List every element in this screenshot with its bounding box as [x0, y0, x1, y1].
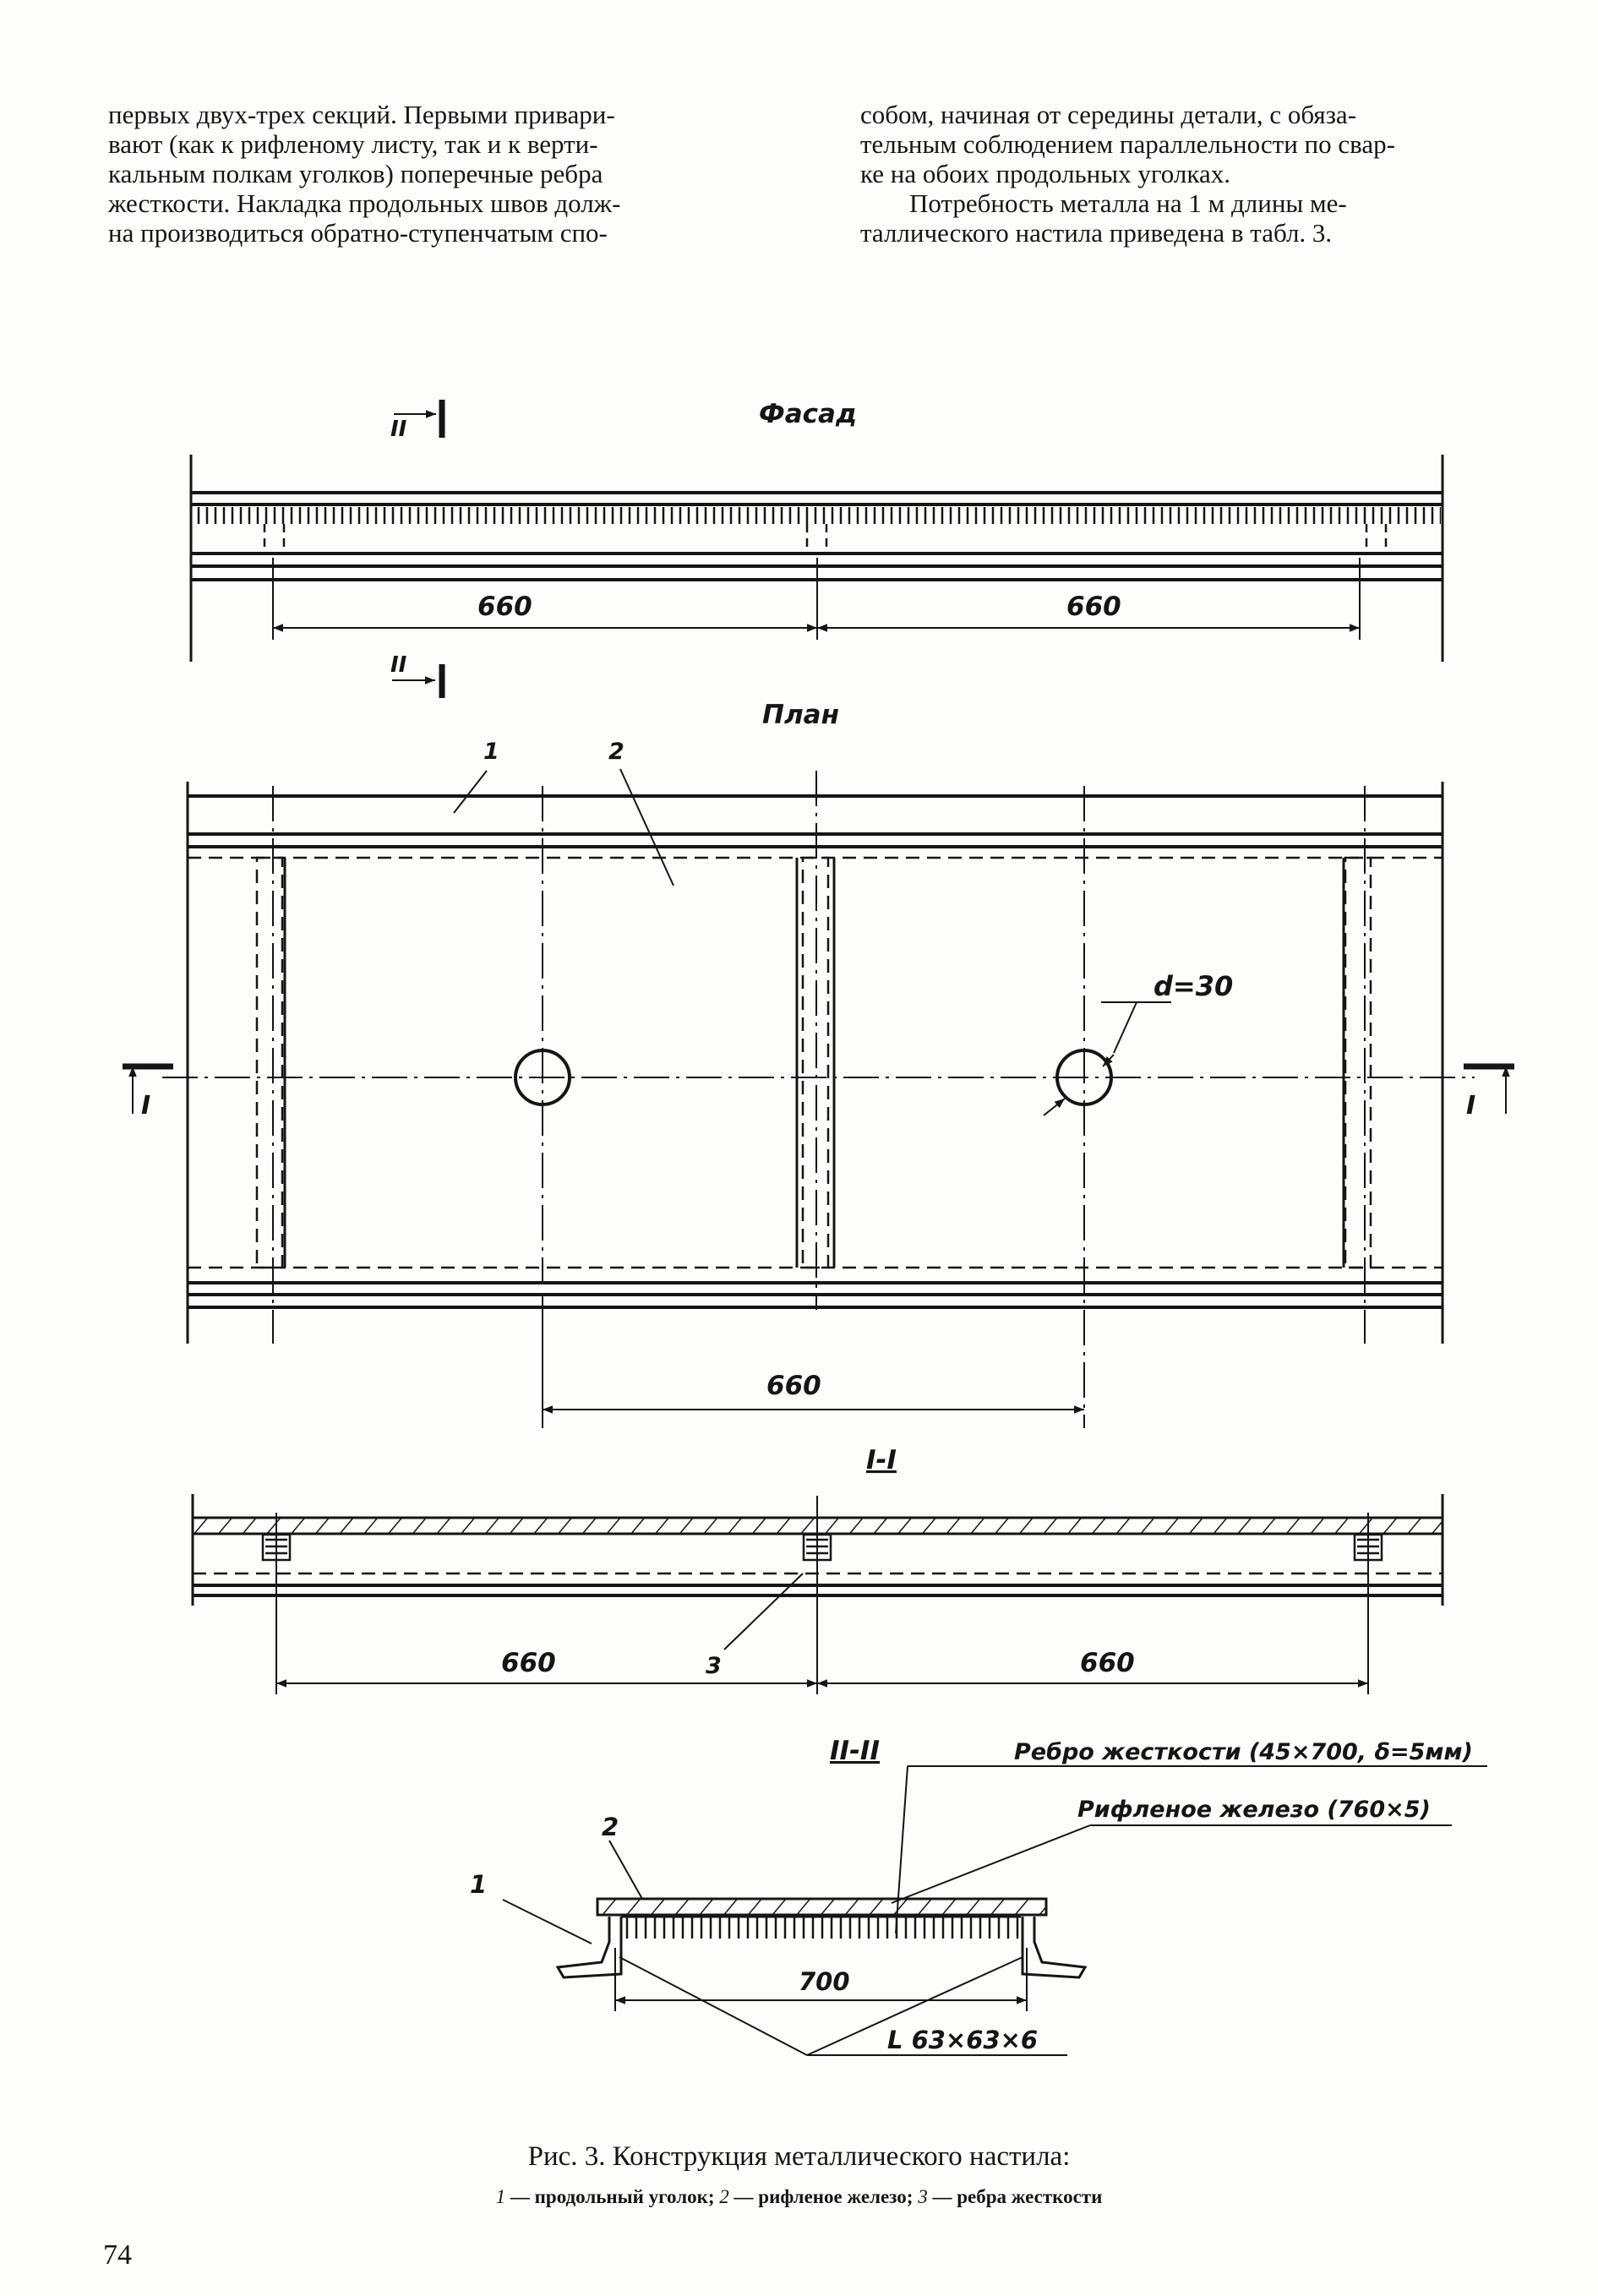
dimension-label: 660 — [501, 1648, 556, 1678]
legend-num: 1 — [495, 2186, 506, 2207]
section-mark-I — [123, 1063, 1514, 1114]
callout-3: 3 — [706, 1653, 722, 1679]
text-line: таллического настила приведена в табл. 3… — [860, 218, 1333, 248]
section-mark-II-label: II — [390, 417, 407, 442]
legend-text: — продольный уголок; — [505, 2186, 720, 2207]
plan-title: План — [762, 700, 839, 730]
dimension-label: 660 — [766, 1371, 821, 1401]
figure-caption-title: Рис. 3. Конструкция металлического насти… — [527, 2141, 1071, 2172]
text-line: вают (как к рифленому листу, так и к вер… — [108, 129, 598, 159]
section-I-I-title: I-I — [866, 1445, 897, 1475]
dimension-label: 660 — [477, 592, 532, 622]
legend-num: 2 — [719, 2186, 729, 2207]
legend-text: — рифленое железо; — [728, 2186, 919, 2207]
section-mark-I-label: I — [141, 1091, 150, 1121]
section-II-II — [502, 1765, 1487, 2056]
angle-profile-label: L 63×63×6 — [887, 2026, 1038, 2054]
text-line: первых двух-трех секций. Первыми привари… — [108, 100, 615, 129]
callout-2: 2 — [602, 1813, 619, 1841]
dimension-label: 700 — [799, 1967, 850, 1996]
text-column-left: первых двух-трех секций. Первыми привари… — [108, 100, 801, 248]
dimension-label: 660 — [1066, 592, 1121, 622]
hole-diameter-label: d=30 — [1154, 970, 1233, 1002]
text-line: жесткости. Накладка продольных швов долж… — [108, 188, 621, 218]
section-mark-I-label: I — [1466, 1091, 1475, 1121]
section-I-I — [191, 1494, 1444, 1694]
legend-num: 3 — [918, 2186, 928, 2207]
facade-view — [189, 455, 1444, 662]
text-column-right: собом, начиная от середины детали, с обя… — [860, 100, 1482, 248]
facade-title: Фасад — [759, 399, 857, 429]
rib-note: Ребро жесткости (45×700, δ=5мм) — [1014, 1739, 1473, 1765]
text-line: кальным полкам уголков) поперечные ребра — [108, 159, 603, 188]
page-number: 74 — [103, 2239, 132, 2271]
text-line: ке на обоих продольных уголках. — [860, 159, 1230, 188]
callout-2: 2 — [608, 739, 624, 765]
text-line: на производиться обратно-ступенчатым спо… — [108, 218, 608, 248]
section-II-II-title: II-II — [830, 1736, 880, 1766]
text-line: собом, начиная от середины детали, с обя… — [860, 100, 1357, 129]
legend-text: — ребра жесткости — [927, 2186, 1103, 2207]
text-line: тельным соблюдением параллельности по св… — [860, 129, 1395, 159]
section-mark-II — [392, 400, 445, 698]
sheet-note: Рифленое железо (760×5) — [1077, 1797, 1431, 1823]
plan-view — [162, 768, 1475, 1428]
figure-caption-legend: 1 — продольный уголок; 2 — рифленое желе… — [0, 2186, 1598, 2208]
dimension-label: 660 — [1080, 1648, 1135, 1678]
text-line: Потребность металла на 1 м длины ме- — [909, 188, 1347, 218]
callout-1: 1 — [470, 1870, 487, 1899]
callout-1: 1 — [483, 739, 499, 765]
section-mark-II-label: II — [390, 652, 407, 678]
